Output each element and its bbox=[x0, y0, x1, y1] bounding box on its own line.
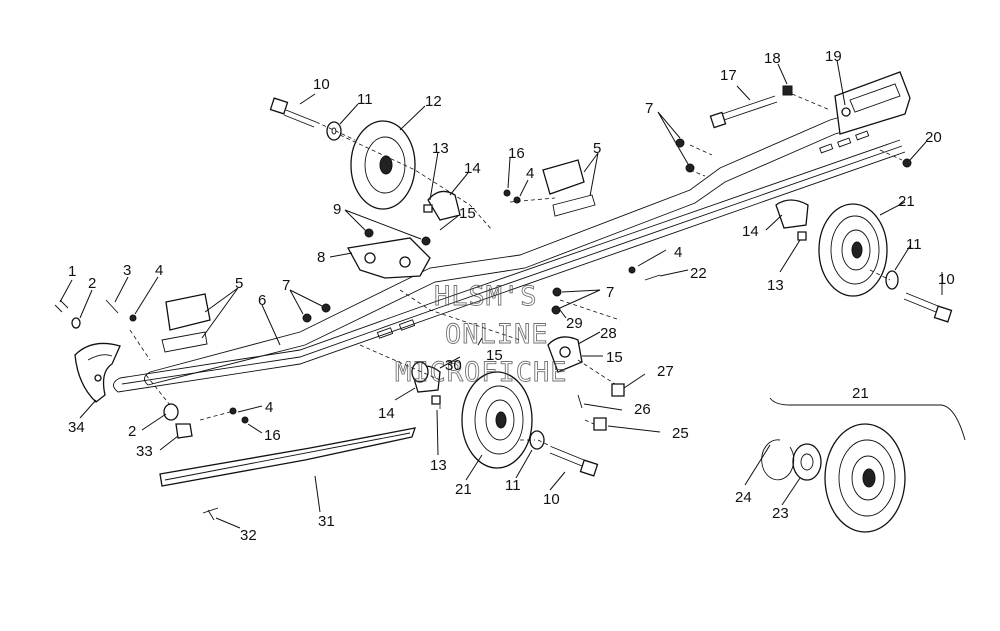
small-hardware bbox=[54, 138, 695, 521]
front-rail-cap bbox=[74, 342, 121, 403]
callout-label: 13 bbox=[430, 457, 447, 474]
callout-label: 13 bbox=[767, 277, 784, 294]
bolt-10-right bbox=[903, 292, 953, 323]
screw-13 bbox=[423, 204, 807, 405]
callout-label: 10 bbox=[543, 491, 560, 508]
wear-strip bbox=[159, 427, 416, 487]
callout-label: 8 bbox=[317, 249, 325, 266]
callout-label: 4 bbox=[674, 244, 682, 261]
callout-label: 23 bbox=[772, 505, 789, 522]
callout-label: 21 bbox=[898, 193, 915, 210]
bearing-23 bbox=[792, 443, 822, 481]
callout-label: 7 bbox=[282, 277, 290, 294]
idler-wheel-12 bbox=[350, 120, 416, 210]
callout-label: 22 bbox=[690, 265, 707, 282]
callout-label: 31 bbox=[318, 513, 335, 530]
callout-label: 4 bbox=[526, 165, 534, 182]
callout-label: 15 bbox=[606, 349, 623, 366]
callout-label: 24 bbox=[735, 489, 752, 506]
callout-label: 30 bbox=[445, 357, 462, 374]
bolt-10-top bbox=[269, 97, 317, 128]
callout-label: 29 bbox=[566, 315, 583, 332]
shaft-17 bbox=[709, 95, 778, 129]
callout-label: 15 bbox=[459, 205, 476, 222]
callout-label: 10 bbox=[313, 76, 330, 93]
idler-wheel-21-upper bbox=[818, 203, 888, 297]
callout-label: 28 bbox=[600, 325, 617, 342]
watermark-line-3: MICROFICHE bbox=[395, 357, 568, 388]
callout-label: 32 bbox=[240, 527, 257, 544]
pivot-bracket-14-right bbox=[775, 199, 809, 229]
callout-label: 11 bbox=[357, 91, 373, 108]
bolt-27 bbox=[611, 383, 625, 397]
callout-label: 17 bbox=[720, 67, 737, 84]
callout-label: 6 bbox=[258, 292, 266, 309]
bolt-10-lower bbox=[549, 446, 599, 477]
callout-label: 5 bbox=[593, 140, 601, 157]
watermark: HLSM'S ONLINE MICROFICHE bbox=[395, 281, 568, 389]
watermark-line-2: ONLINE bbox=[445, 319, 549, 350]
spacer-30 bbox=[411, 361, 429, 383]
idler-wheel-21-detail bbox=[824, 423, 906, 533]
callout-label: 27 bbox=[657, 363, 674, 380]
callout-label: 7 bbox=[645, 100, 653, 117]
washer-11-right bbox=[885, 270, 899, 290]
callout-label: 13 bbox=[432, 140, 449, 157]
pivot-bracket-28 bbox=[547, 336, 583, 373]
wear-block-5-upper bbox=[542, 159, 596, 217]
slide-rail-assembly bbox=[113, 71, 911, 393]
callout-labels: 1 2 3 4 5 6 7 34 2 33 4 16 8 9 10 11 12 … bbox=[68, 48, 955, 544]
leader-lines bbox=[59, 59, 943, 529]
callout-label: 14 bbox=[464, 160, 481, 177]
callout-label: 20 bbox=[925, 129, 942, 146]
snap-ring-24 bbox=[761, 439, 795, 481]
nut-20 bbox=[902, 158, 912, 168]
assembly-lines bbox=[129, 93, 903, 448]
callout-label: 34 bbox=[68, 419, 85, 436]
callout-label: 9 bbox=[333, 201, 341, 218]
callout-label: 11 bbox=[906, 236, 922, 253]
callout-label: 7 bbox=[606, 284, 614, 301]
callout-label: 14 bbox=[742, 223, 759, 240]
spring-pin-26 bbox=[577, 394, 583, 409]
callout-label: 14 bbox=[378, 405, 395, 422]
pin-25 bbox=[593, 417, 607, 431]
callout-label: 12 bbox=[425, 93, 442, 110]
callout-label: 3 bbox=[123, 262, 131, 279]
pivot-plate bbox=[346, 237, 431, 279]
nut-18 bbox=[782, 85, 793, 96]
callout-label: 18 bbox=[764, 50, 781, 67]
wear-block-5-left bbox=[161, 293, 211, 353]
callout-label: 2 bbox=[88, 275, 96, 292]
bracket-21-detail bbox=[769, 397, 966, 441]
callout-label: 25 bbox=[672, 425, 689, 442]
callout-label: 5 bbox=[235, 275, 243, 292]
watermark-line-1: HLSM'S bbox=[434, 281, 538, 312]
callout-label: 15 bbox=[486, 347, 503, 364]
washer-11-top bbox=[326, 121, 342, 141]
callout-label: 33 bbox=[136, 443, 153, 460]
callout-label: 16 bbox=[264, 427, 281, 444]
callout-label: 21 bbox=[852, 385, 869, 402]
washer-11-lower bbox=[529, 430, 545, 450]
callout-label: 1 bbox=[68, 263, 76, 280]
callout-label: 19 bbox=[825, 48, 842, 65]
callout-label: 4 bbox=[155, 262, 163, 279]
callout-label: 11 bbox=[505, 477, 521, 494]
callout-label: 21 bbox=[455, 481, 472, 498]
callout-label: 4 bbox=[265, 399, 273, 416]
callout-label: 10 bbox=[938, 271, 955, 288]
callout-label: 26 bbox=[634, 401, 651, 418]
idler-wheel-21-lower bbox=[461, 371, 533, 469]
callout-label: 2 bbox=[128, 423, 136, 440]
callout-label: 16 bbox=[508, 145, 525, 162]
pivot-bracket-14-upper bbox=[427, 190, 461, 221]
